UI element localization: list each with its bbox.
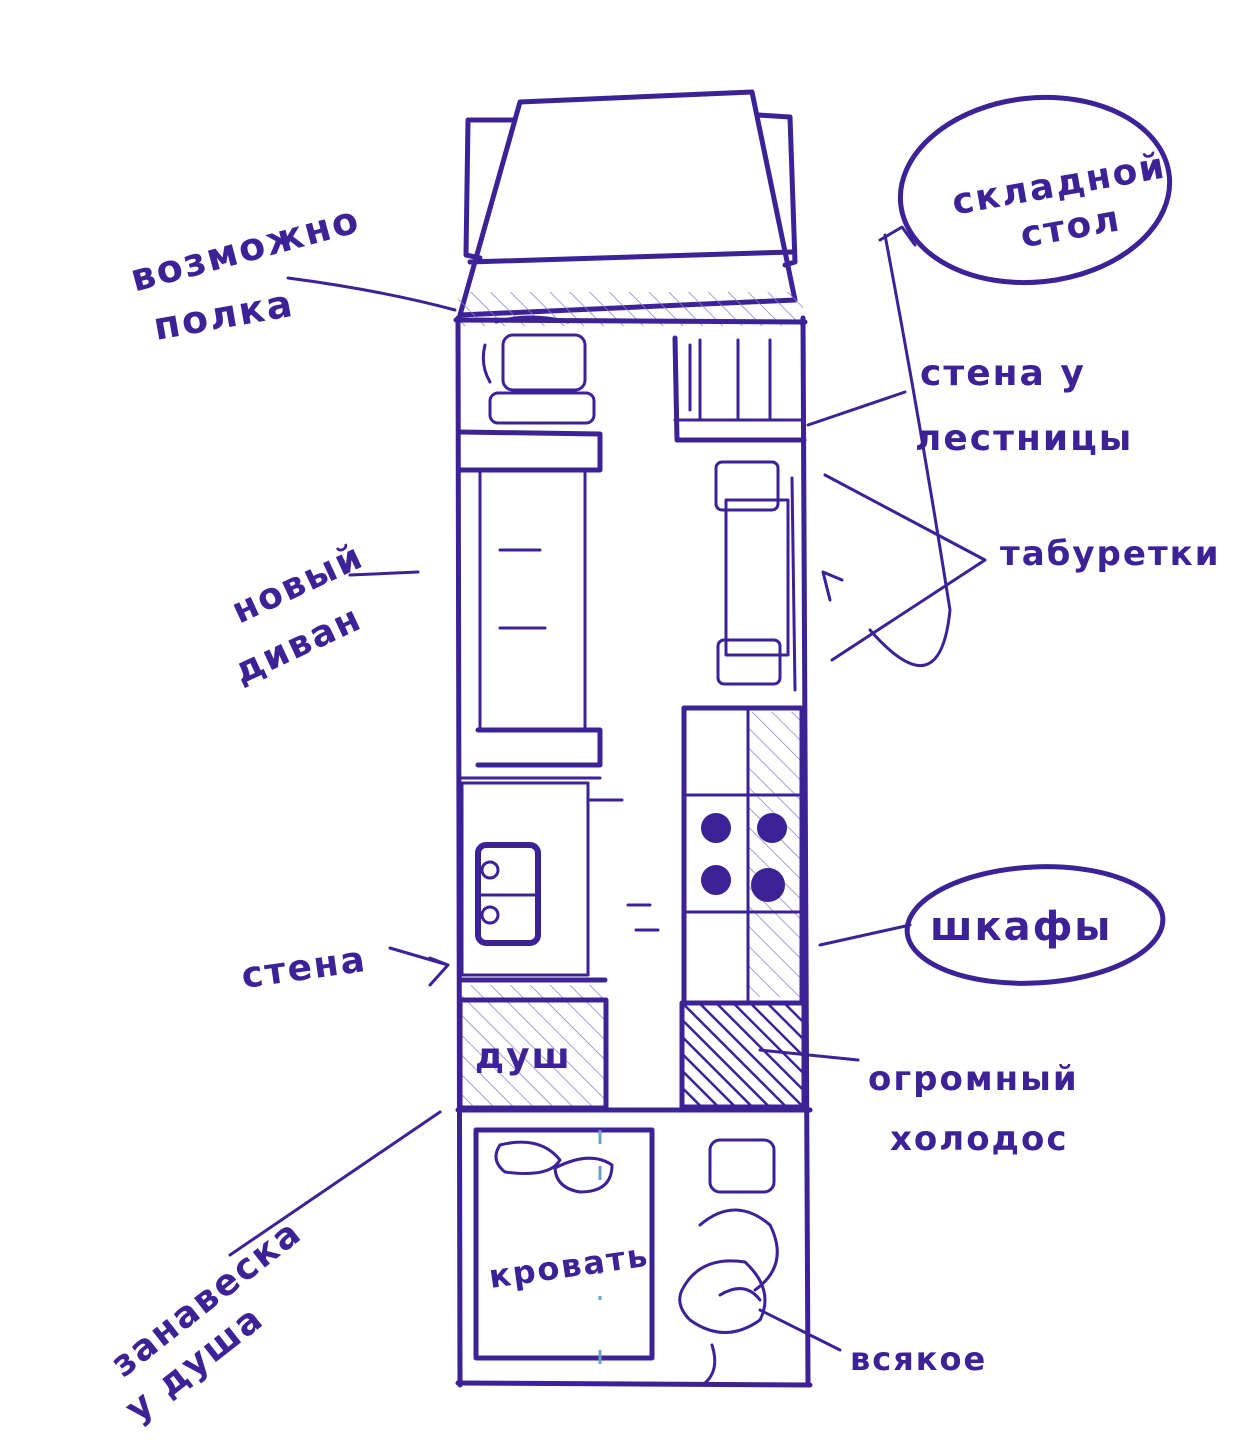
folding-table-ellipse (897, 94, 1173, 286)
label-shower: душ (475, 1036, 572, 1077)
misc-items (678, 1138, 779, 1385)
stair-wall (672, 335, 807, 443)
front-left-seat (481, 333, 596, 425)
label-stair-wall-line1: стена у (920, 353, 1086, 394)
cabinets-ellipse (904, 864, 1166, 986)
label-fridge-line1: огромный (868, 1059, 1079, 1099)
label-stools: табуретки (1000, 534, 1221, 574)
new-sofa (457, 429, 603, 768)
wall-block (460, 781, 660, 977)
label-stair-wall-line2: лестницы (915, 418, 1133, 459)
label-shelf-line2: полка (150, 281, 297, 349)
shelf-strip (453, 292, 808, 326)
bed (455, 1107, 813, 1361)
kitchen-cabinets (681, 705, 805, 1006)
vehicle-cab (457, 89, 798, 318)
label-cabinets: шкафы (930, 904, 1112, 950)
van-body-outline (455, 315, 813, 1388)
label-misc: всякое (850, 1340, 987, 1378)
annotation-leaders (228, 225, 987, 1352)
label-bed: кровать (486, 1236, 651, 1296)
stools-area (714, 460, 797, 692)
label-wall: стена (239, 939, 369, 997)
label-fridge-line2: холодос (890, 1119, 1069, 1159)
fridge (679, 1000, 807, 1110)
shower (457, 977, 609, 1111)
